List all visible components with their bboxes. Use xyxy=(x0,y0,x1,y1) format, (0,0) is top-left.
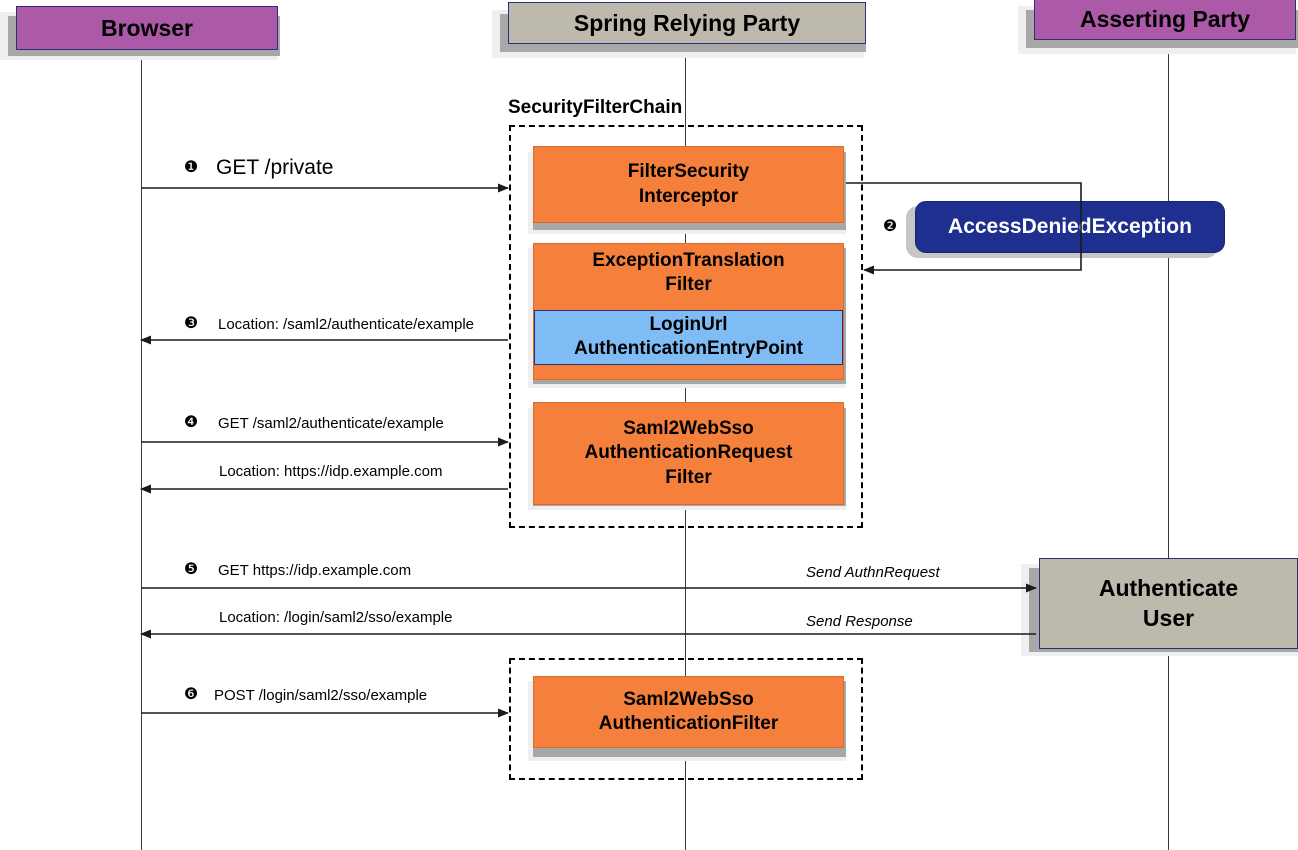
message-label-get-private: GET /private xyxy=(216,156,334,179)
step-bullet-3: ❸ xyxy=(183,315,199,332)
luaep-line2: AuthenticationEntryPoint xyxy=(573,337,804,359)
fsi-line1: FilterSecurity xyxy=(627,161,750,183)
message-label-post-login-sso: POST /login/saml2/sso/example xyxy=(214,687,428,704)
step-bullet-4: ❹ xyxy=(183,414,199,431)
message-label-send-response: Send Response xyxy=(806,613,913,630)
filter-box-exception-translation-filter[interactable]: ExceptionTranslation Filter LoginUrl Aut… xyxy=(533,243,844,380)
message-label-location-saml2-authenticate: Location: /saml2/authenticate/example xyxy=(218,316,474,333)
message-label-send-authnrequest: Send AuthnRequest xyxy=(806,564,940,581)
participant-asserting-label: Asserting Party xyxy=(1079,5,1250,32)
participant-browser-label: Browser xyxy=(100,14,194,41)
s2warf-line3: Filter xyxy=(665,466,712,488)
participant-relying-label: Spring Relying Party xyxy=(573,9,801,36)
etf-line2: Filter xyxy=(665,274,712,296)
security-filter-chain-label: SecurityFilterChain xyxy=(508,97,683,118)
message-label-location-idp: Location: https://idp.example.com xyxy=(219,463,443,480)
etf-line1: ExceptionTranslation xyxy=(592,250,785,271)
security-filter-chain-box-2 xyxy=(509,658,863,780)
message-label-location-login-sso: Location: /login/saml2/sso/example xyxy=(219,609,453,626)
activity-box-authenticate-user[interactable]: Authenticate User xyxy=(1039,558,1298,649)
message-label-get-saml2-authenticate: GET /saml2/authenticate/example xyxy=(218,415,444,432)
step-bullet-2: ❷ xyxy=(882,218,898,235)
filter-box-saml2-websso-authentication-request-filter[interactable]: Saml2WebSso AuthenticationRequest Filter xyxy=(533,402,844,505)
step-bullet-5: ❺ xyxy=(183,561,199,578)
exception-access-denied-label: AccessDeniedException xyxy=(948,215,1192,238)
authuser-line2: User xyxy=(1142,604,1195,631)
lifeline-asserting xyxy=(1168,44,1169,850)
s2warf-line1: Saml2WebSso xyxy=(623,418,754,440)
s2warf-line2: AuthenticationRequest xyxy=(584,442,793,464)
s2waf-line2: AuthenticationFilter xyxy=(598,713,779,734)
exception-access-denied[interactable]: AccessDeniedException xyxy=(915,201,1225,253)
security-filter-chain-box xyxy=(509,125,863,528)
participant-asserting-party[interactable]: Asserting Party xyxy=(1034,0,1296,40)
step-bullet-1: ❶ xyxy=(183,159,199,176)
lifeline-browser xyxy=(141,52,142,850)
participant-browser[interactable]: Browser xyxy=(16,6,278,50)
fsi-line2: Interceptor xyxy=(638,185,739,207)
luaep-line1: LoginUrl xyxy=(649,313,728,335)
s2waf-line1: Saml2WebSso xyxy=(623,688,754,710)
filter-box-login-url-authentication-entry-point[interactable]: LoginUrl AuthenticationEntryPoint xyxy=(534,309,843,366)
step-bullet-6: ❻ xyxy=(183,686,199,703)
filter-box-saml2-websso-authentication-filter[interactable]: Saml2WebSso AuthenticationFilter xyxy=(533,676,844,748)
authuser-line1: Authenticate xyxy=(1098,574,1239,601)
message-label-get-idp: GET https://idp.example.com xyxy=(218,562,412,579)
participant-spring-relying-party[interactable]: Spring Relying Party xyxy=(508,2,866,44)
filter-box-filter-security-interceptor[interactable]: FilterSecurity Interceptor xyxy=(533,146,844,223)
